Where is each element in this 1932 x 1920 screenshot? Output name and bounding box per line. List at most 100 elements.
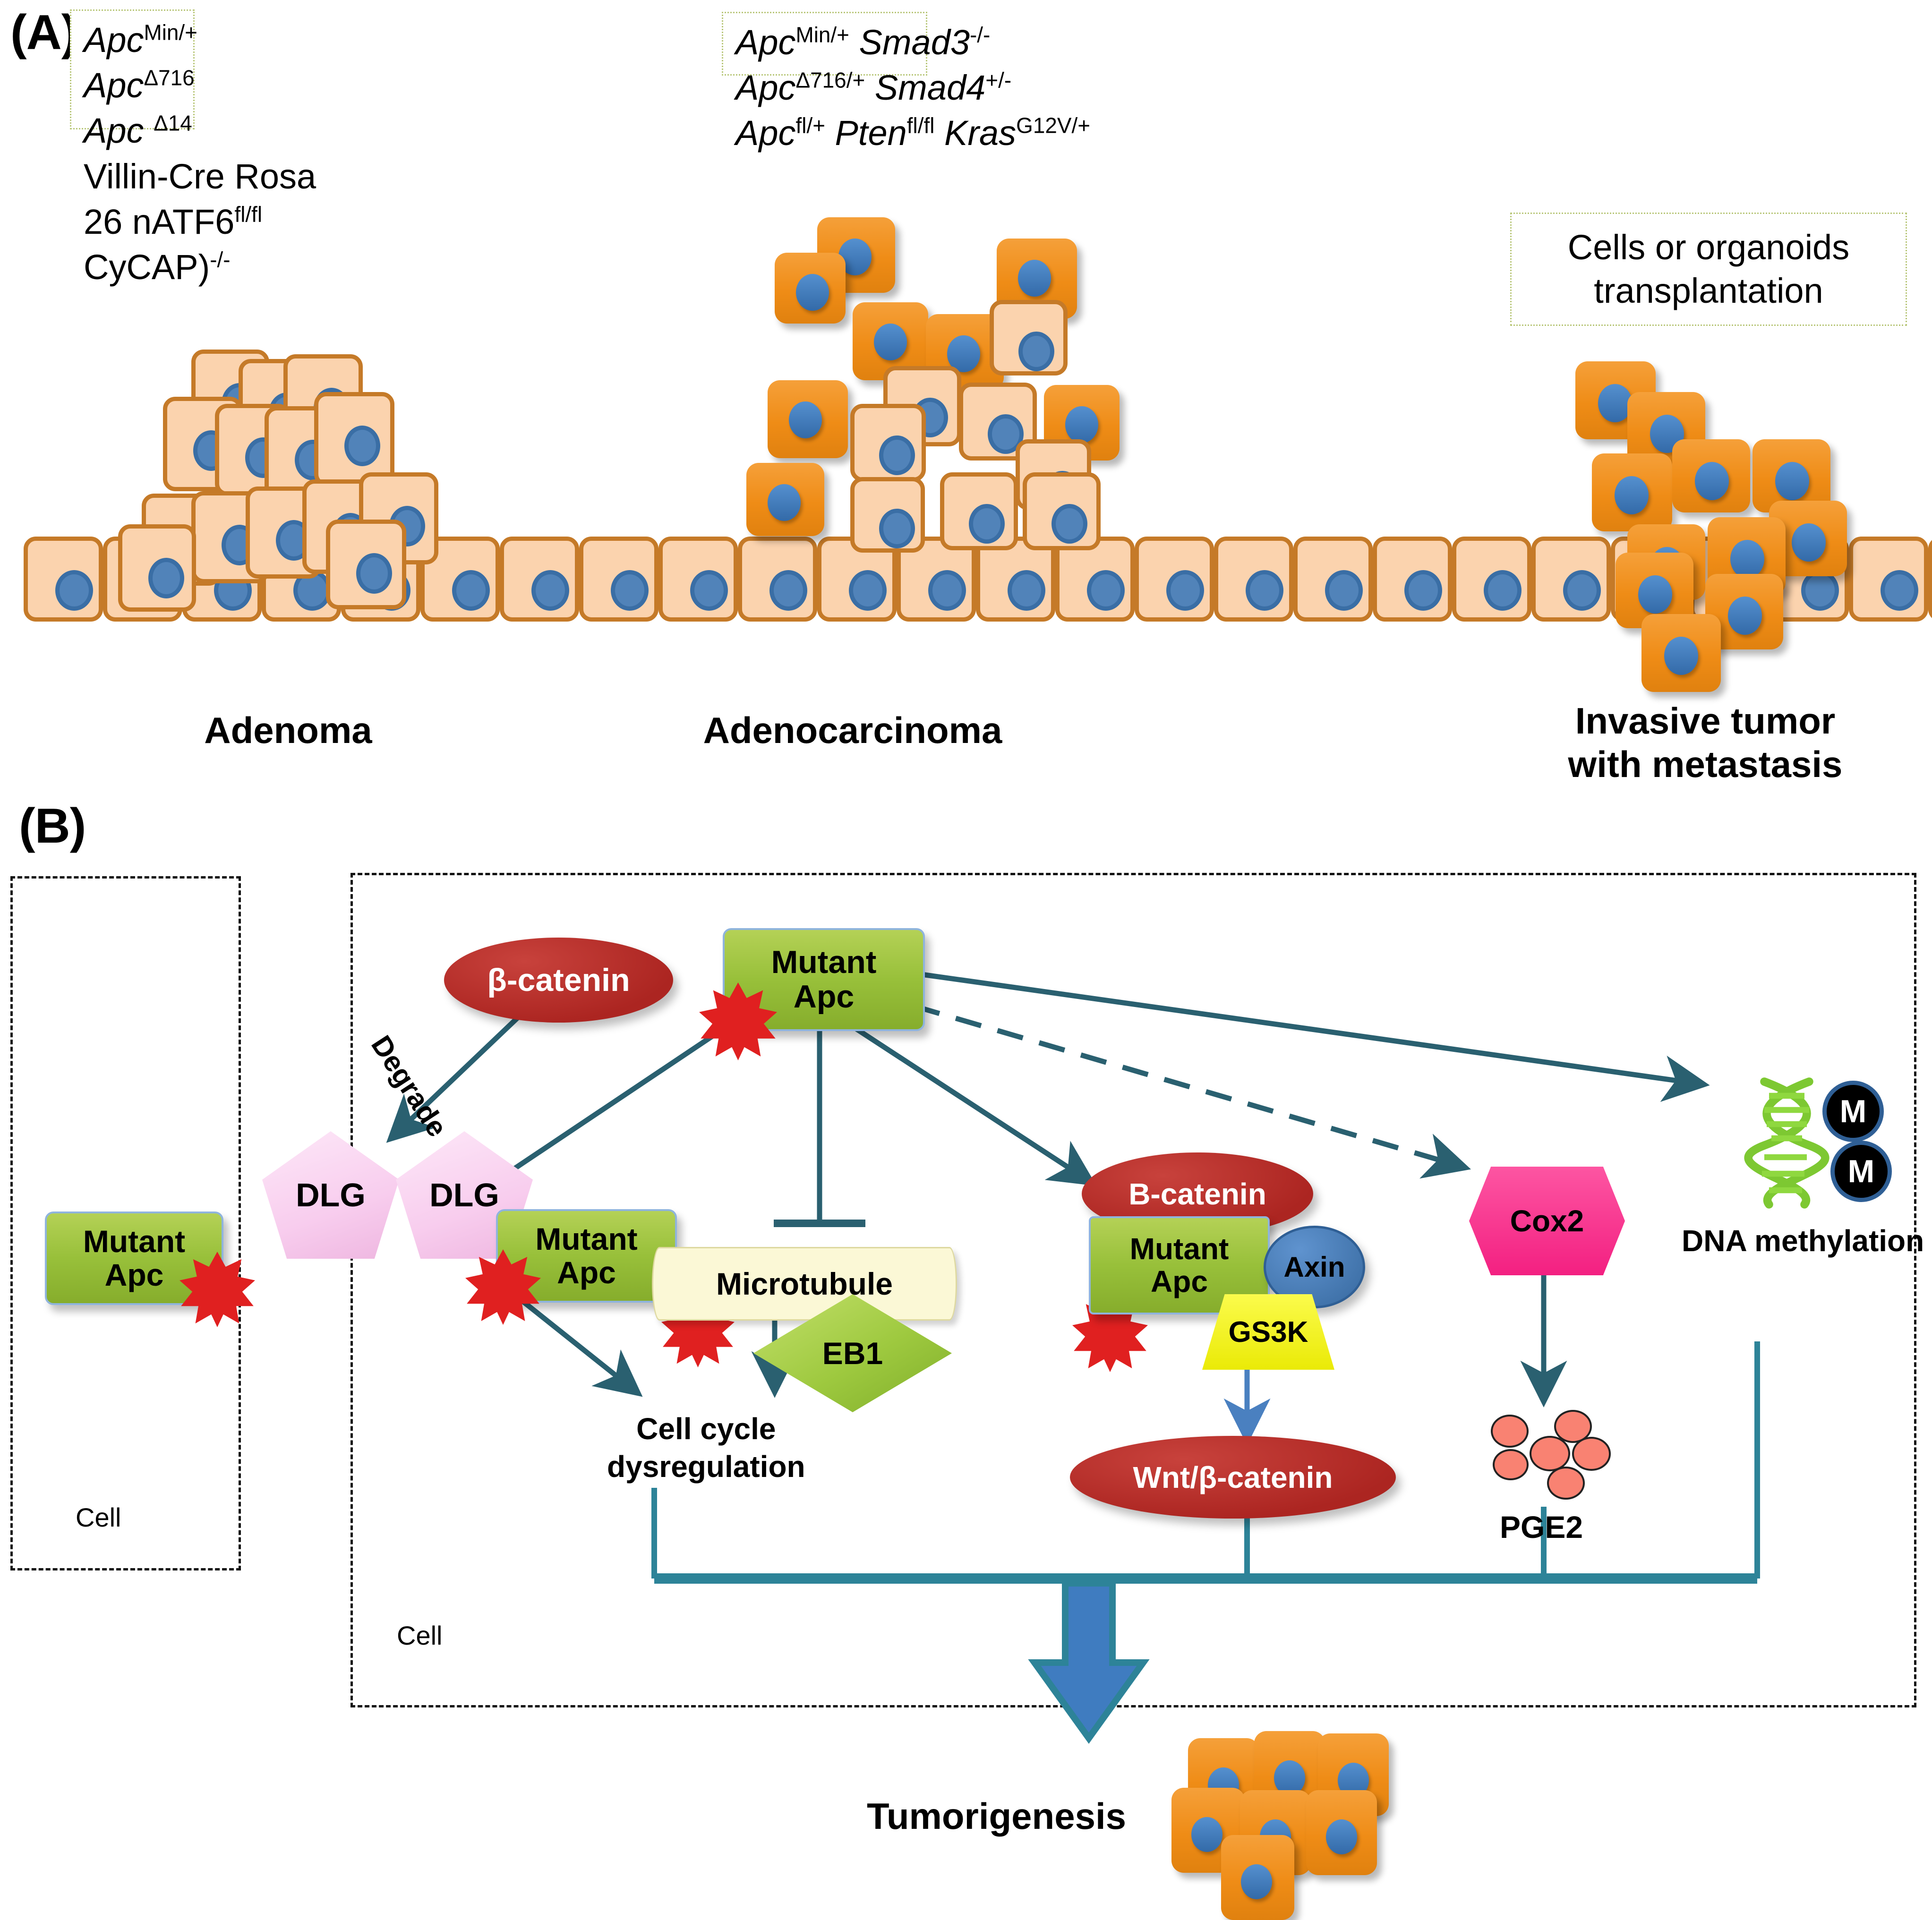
cell-nucleus	[969, 504, 1005, 544]
caption-invasive-line-1: Invasive tumor	[1575, 700, 1836, 742]
node-beta-catenin[interactable]: β-catenin	[444, 938, 673, 1023]
cell-nucleus	[1241, 1864, 1272, 1899]
transplantation-box: Cells or organoids transplantation	[1510, 213, 1907, 326]
epithelial-cell	[1023, 472, 1101, 550]
cell-nucleus	[849, 570, 887, 611]
epithelial-cell	[850, 477, 925, 553]
epithelial-cell	[850, 404, 926, 482]
cell-nucleus	[768, 484, 801, 521]
cell-nucleus	[1792, 523, 1826, 562]
epithelial-cell	[1452, 537, 1531, 622]
epithelial-cell	[738, 537, 817, 622]
caption-adenocarcinoma: Adenocarcinoma	[703, 709, 1002, 751]
pge2-molecule	[1493, 1449, 1529, 1481]
label-tumorigenesis: Tumorigenesis	[867, 1795, 1127, 1837]
cell-cycle-line-2: dysregulation	[607, 1450, 805, 1484]
cell-nucleus	[1326, 1819, 1357, 1854]
dna-helix-icon	[1744, 1077, 1829, 1209]
cell-nucleus	[611, 570, 649, 611]
genotype-line: Apcfl/+ Ptenfl/fl KrasG12V/+	[735, 113, 1090, 153]
tumor-cell	[1306, 1790, 1377, 1875]
cell-compartment-left	[10, 876, 241, 1570]
genotype-box-compound: ApcMin/+ Smad3-/- ApcΔ716/+ Smad4+/- Apc…	[722, 12, 1090, 153]
epithelial-cell	[500, 537, 579, 622]
cell-nucleus	[1274, 1760, 1305, 1795]
cell-nucleus	[344, 426, 380, 466]
genotype-line: ApcMin/+ Smad3-/-	[735, 22, 991, 62]
epithelial-cell	[1055, 537, 1135, 622]
epithelial-cell	[326, 520, 406, 609]
epithelial-cell	[118, 524, 196, 612]
epithelial-cell	[1849, 537, 1928, 622]
cell-nucleus	[1730, 540, 1764, 578]
transplant-line-2: transplantation	[1594, 271, 1823, 310]
caption-invasive-tumor: Invasive tumor with metastasis	[1479, 699, 1932, 786]
cell-nucleus	[148, 558, 184, 598]
cell-nucleus	[1325, 570, 1363, 611]
tumor-cell	[1752, 439, 1830, 512]
cell-nucleus	[1404, 570, 1442, 611]
pge2-molecule	[1491, 1415, 1529, 1448]
epithelial-cell	[1214, 537, 1293, 622]
methyl-mark-upper: M	[1822, 1081, 1884, 1142]
cell-nucleus	[1650, 415, 1684, 453]
panel-a-letter: (A)	[10, 5, 77, 60]
cell-nucleus	[789, 401, 822, 439]
cell-nucleus	[1191, 1817, 1222, 1852]
cell-nucleus	[356, 553, 392, 594]
cell-nucleus	[55, 570, 93, 611]
label-pge2: PGE2	[1500, 1510, 1583, 1545]
cell-nucleus	[1563, 570, 1601, 611]
cell-nucleus	[1051, 504, 1087, 544]
caption-adenoma: Adenoma	[204, 709, 372, 751]
cell-nucleus	[1728, 597, 1762, 635]
cell-nucleus	[531, 570, 569, 611]
cell-nucleus	[1087, 570, 1125, 611]
genotype-line: ApcΔ716/+ Smad4+/-	[735, 68, 1012, 108]
tumor-cell	[746, 463, 824, 536]
label-cell-cycle-dysregulation: Cell cycle dysregulation	[607, 1410, 805, 1485]
pge2-molecule	[1530, 1436, 1570, 1472]
genotype-line: Apc Δ14	[84, 111, 192, 151]
caption-invasive-line-2: with metastasis	[1568, 743, 1843, 785]
tumor-cell	[1616, 553, 1693, 628]
cell-nucleus	[1018, 260, 1051, 297]
epithelial-cell	[940, 472, 1018, 550]
cell-cycle-line-1: Cell cycle	[636, 1412, 776, 1446]
panel-b-letter: (B)	[19, 799, 86, 853]
methyl-mark-lower: M	[1830, 1141, 1892, 1202]
cell-nucleus	[1018, 332, 1054, 371]
label-dna-methylation: DNA methylation	[1682, 1224, 1924, 1258]
tumor-cell	[775, 253, 846, 324]
transplant-line-1: Cells or organoids	[1567, 227, 1850, 267]
cell-nucleus	[1598, 384, 1632, 422]
cell-nucleus	[1881, 570, 1918, 611]
tumor-cell	[1641, 614, 1721, 692]
tumor-cell	[768, 380, 848, 458]
node-wnt-beta-catenin[interactable]: Wnt/β-catenin	[1070, 1436, 1396, 1519]
cell-nucleus	[879, 509, 915, 548]
tumor-cell	[1705, 574, 1783, 649]
tumor-cell	[1672, 439, 1750, 512]
node-microtubule[interactable]: Microtubule	[652, 1247, 957, 1321]
epithelial-cell	[1293, 537, 1373, 622]
node-gs3k[interactable]: GS3K	[1202, 1294, 1334, 1370]
cell-nucleus	[1008, 570, 1045, 611]
epithelial-cell	[990, 300, 1068, 375]
cell-nucleus	[769, 570, 807, 611]
genotype-line: ApcMin/+	[84, 20, 197, 60]
epithelial-cell	[1531, 537, 1611, 622]
node-cox2[interactable]: Cox2	[1469, 1167, 1625, 1275]
cell-nucleus	[874, 324, 907, 361]
cell-nucleus	[1664, 637, 1698, 675]
cell-nucleus	[796, 274, 829, 311]
cell-nucleus	[1695, 462, 1729, 500]
epithelial-cell	[579, 537, 658, 622]
cell-nucleus	[1775, 462, 1809, 500]
cell-label-main: Cell	[397, 1621, 443, 1650]
epithelial-cell	[658, 537, 738, 622]
cell-nucleus	[928, 570, 966, 611]
